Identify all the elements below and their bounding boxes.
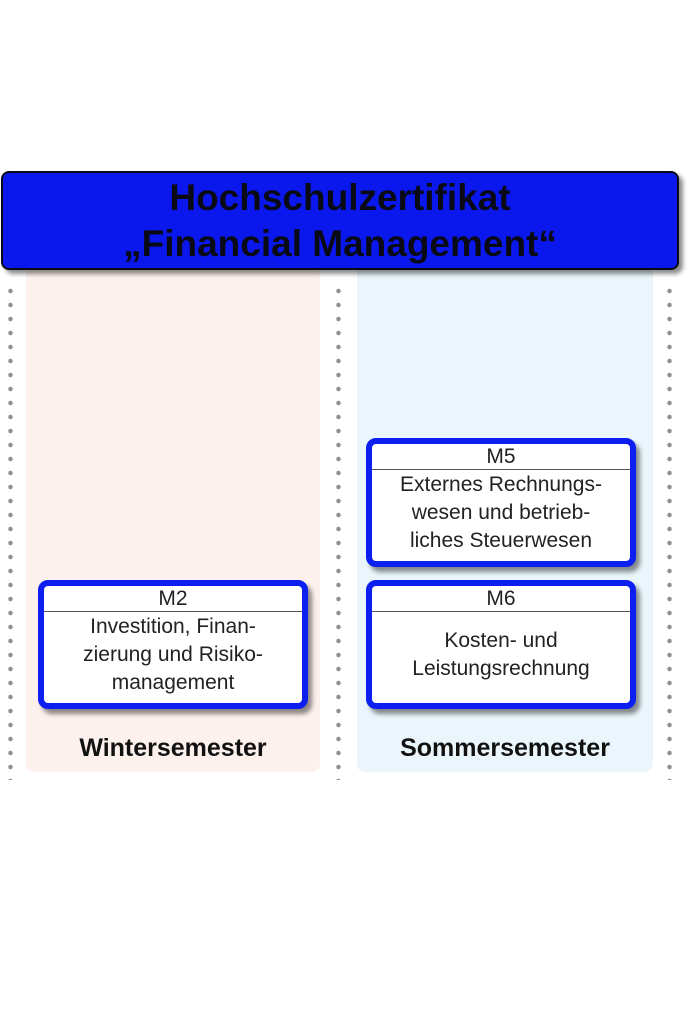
- certificate-title-banner: Hochschulzertifikat „Financial Managemen…: [1, 171, 679, 270]
- left-dotted-divider: [8, 284, 13, 780]
- center-dotted-divider: [336, 284, 341, 780]
- module-m5-title: Externes Rechnungs- wesen und betrieb- l…: [372, 470, 630, 556]
- module-m6-code: M6: [372, 586, 630, 612]
- module-m2-title: Investition, Finan- zierung und Risiko- …: [44, 612, 302, 698]
- winter-semester-label: Wintersemester: [79, 734, 267, 762]
- module-m2-title-line: management: [111, 671, 235, 694]
- module-m5-title-line: liches Steuerwesen: [409, 529, 593, 552]
- module-m5-code: M5: [372, 444, 630, 470]
- module-m2-title-line: zierung und Risiko-: [83, 643, 263, 666]
- module-m5-title-line: Externes Rechnungs-: [400, 473, 602, 496]
- module-m6-box: M6 Kosten- und Leistungsrechnung: [366, 580, 636, 709]
- module-m2-title-line: Investition, Finan-: [90, 615, 256, 638]
- module-m5-box: M5 Externes Rechnungs- wesen und betrieb…: [366, 438, 636, 567]
- certificate-title-line-1: Hochschulzertifikat: [169, 176, 511, 218]
- summer-semester-label: Sommersemester: [400, 734, 610, 762]
- module-m6-title: Kosten- und Leistungsrechnung: [372, 612, 630, 698]
- module-m5-title-line: wesen und betrieb-: [411, 501, 591, 524]
- module-m2-box: M2 Investition, Finan- zierung und Risik…: [38, 580, 308, 709]
- right-dotted-divider: [667, 284, 672, 780]
- module-m6-title-line: Kosten- und: [444, 629, 558, 652]
- certificate-title-line-2: „Financial Management“: [123, 222, 557, 264]
- module-m6-title-line: Leistungsrechnung: [412, 657, 590, 680]
- module-m2-code: M2: [44, 586, 302, 612]
